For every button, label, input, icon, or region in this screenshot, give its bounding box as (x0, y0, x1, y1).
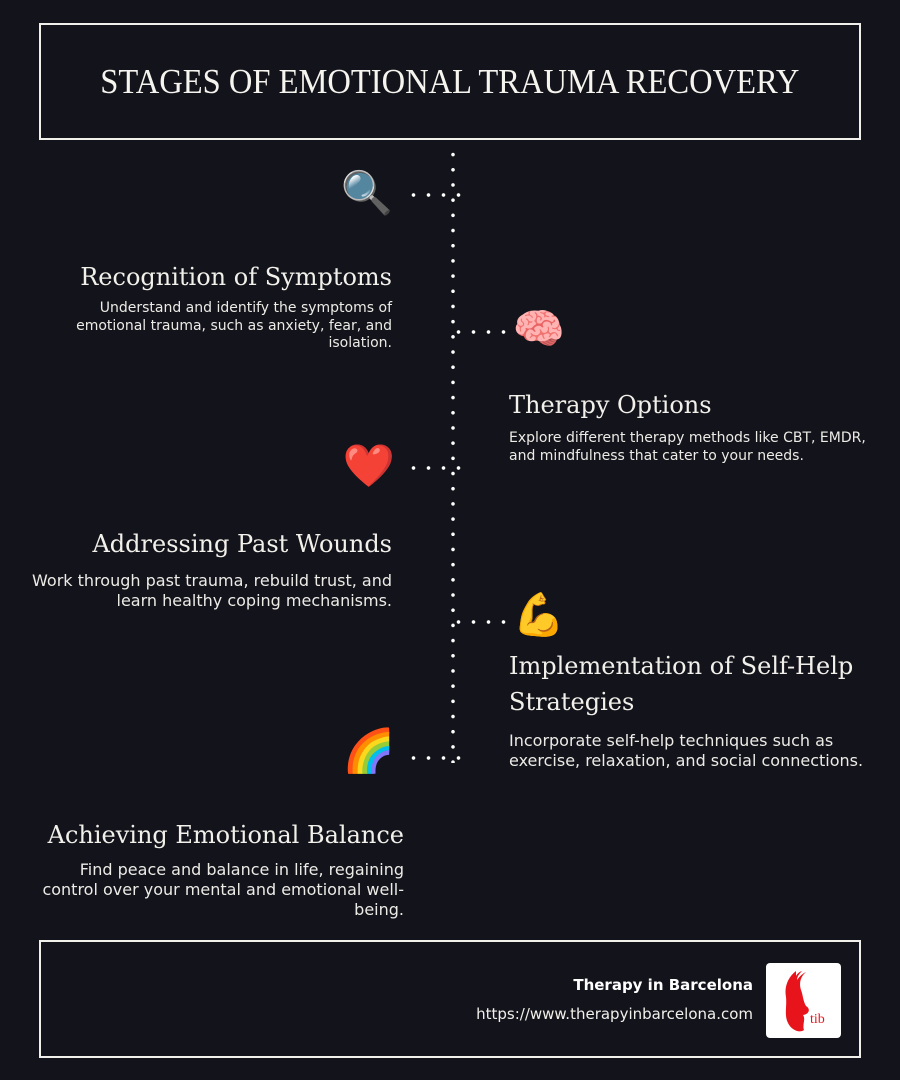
stage-title-therapy-options: Therapy Options (509, 391, 712, 419)
brain-icon: 🧠 (512, 304, 566, 353)
website-link[interactable]: https://www.therapyinbarcelona.com (476, 1005, 753, 1023)
stage-description-past-wounds: Work through past trauma, rebuild trust,… (32, 571, 392, 610)
stage-title-self-help: Implementation of Self-Help Strategies (509, 652, 854, 716)
stage-title-recognition: Recognition of Symptoms (80, 263, 392, 291)
connector-dots (406, 193, 466, 197)
rainbow-icon: 🌈 (342, 726, 396, 775)
connector-dots (406, 466, 466, 470)
stage-description-recognition: Understand and identify the symptoms of … (76, 300, 392, 351)
stage-description-emotional-balance: Find peace and balance in life, regainin… (42, 860, 404, 919)
stage-title-emotional-balance: Achieving Emotional Balance (47, 821, 404, 849)
tib-logo[interactable]: tib (766, 963, 841, 1038)
connector-dots (451, 620, 511, 624)
connector-dots (406, 756, 466, 760)
stage-title-past-wounds: Addressing Past Wounds (92, 530, 392, 558)
logo-text: tib (810, 1012, 825, 1027)
flame-profile-icon (785, 971, 809, 1032)
stage-description-therapy-options: Explore different therapy methods like C… (509, 430, 866, 464)
footer: Therapy in Barcelona https://www.therapy… (39, 940, 861, 1058)
magnifying-glass-icon: 🔍 (340, 168, 394, 217)
connector-dots (451, 330, 511, 334)
flexed-biceps-icon: 💪 (512, 590, 566, 639)
organization-name: Therapy in Barcelona (573, 976, 753, 994)
title-banner: STAGES OF EMOTIONAL TRAUMA RECOVERY (39, 23, 861, 140)
stage-description-self-help: Incorporate self-help techniques such as… (509, 731, 864, 770)
timeline-dotted-line (451, 147, 455, 763)
page-title: STAGES OF EMOTIONAL TRAUMA RECOVERY (100, 61, 800, 101)
red-heart-icon: ❤️ (342, 441, 396, 490)
